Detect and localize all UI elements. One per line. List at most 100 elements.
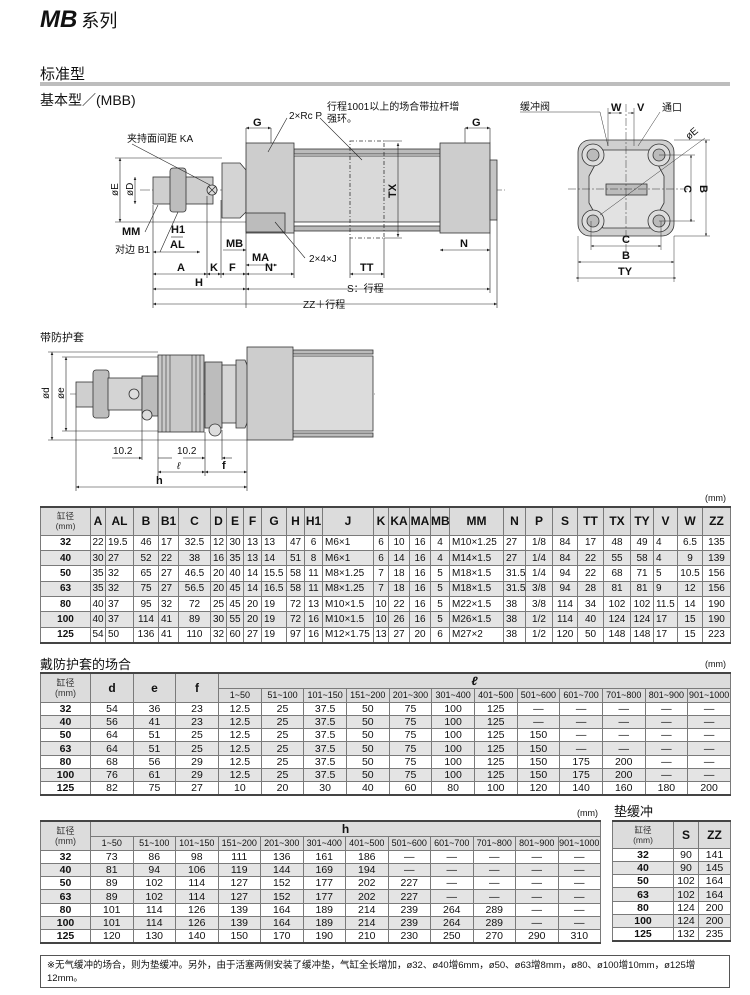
bore-cell: 50 [40, 876, 91, 891]
bore-cell: 100 [40, 611, 91, 628]
value-cell: 9 [653, 580, 678, 598]
end-view [520, 104, 710, 282]
value-cell: 37 [105, 611, 134, 628]
value-cell: 10 [388, 534, 410, 551]
value-cell: 37 [105, 596, 134, 613]
value-cell: 58 [630, 549, 654, 567]
column-header-g: G [261, 506, 287, 536]
clamp-screw [141, 409, 153, 421]
column-header-d: D [210, 506, 227, 536]
value-cell: 100 [431, 754, 475, 769]
value-cell: M14×1.5 [449, 549, 504, 567]
tie-rod-ring-outline [349, 140, 385, 239]
value-cell: 130 [132, 929, 176, 945]
value-cell: 200 [698, 900, 731, 915]
value-cell: 40 [90, 596, 106, 613]
value-cell: — [472, 862, 516, 878]
value-cell: 30 [226, 534, 244, 551]
value-cell: 55 [226, 611, 244, 628]
table-main-unit: (mm) [705, 493, 726, 503]
value-cell: 6 [304, 534, 323, 551]
value-cell: — [557, 889, 602, 904]
value-cell: — [515, 915, 559, 931]
label-k: K [210, 262, 218, 274]
basic-labels: G 2×Rc P 行程1001以上的场合带拉杆增 强环。 G 夹持面间距 KA … [110, 100, 481, 311]
stroke-range-header: 401~500 [345, 836, 389, 851]
value-cell: 84 [552, 534, 578, 551]
stroke-range-header: 501~600 [516, 688, 561, 703]
value-cell: — [559, 701, 603, 716]
value-cell: 156 [702, 565, 731, 582]
label-w: W [611, 102, 622, 114]
table-h-unit: (mm) [577, 808, 598, 818]
value-cell: 100 [431, 767, 475, 783]
value-cell: 189 [302, 902, 346, 917]
value-cell: 72 [178, 596, 211, 613]
column-header-s: S [552, 506, 578, 536]
value-cell: 50 [345, 714, 390, 730]
value-cell: 13 [373, 626, 389, 644]
value-cell: 90 [673, 860, 699, 876]
value-cell: 310 [557, 929, 602, 945]
value-cell: 95 [133, 596, 159, 613]
value-cell: 13 [243, 534, 262, 551]
column-header-j: J [322, 506, 374, 536]
value-cell: 16 [409, 549, 431, 567]
value-cell: 4 [430, 549, 450, 567]
value-cell: 56 [133, 754, 176, 769]
value-cell: 101 [90, 902, 134, 917]
label-ma: MA [252, 252, 269, 264]
value-cell: M10×1.25 [449, 534, 504, 551]
value-cell: 152 [260, 876, 304, 891]
label-b1: 对边 B1 [115, 243, 150, 256]
value-cell: — [644, 701, 689, 716]
bore-cell: 50 [612, 874, 674, 889]
value-cell: 12.5 [218, 701, 262, 716]
value-cell: 25 [260, 741, 305, 756]
value-cell: 49 [630, 534, 654, 551]
value-cell: 164 [260, 915, 304, 931]
boot-table-title: 戴防护套的场合 [40, 657, 132, 672]
label-al: AL [170, 239, 185, 251]
column-header-v: V [653, 506, 678, 536]
label-tt: TT [360, 262, 374, 274]
label-mb: MB [226, 238, 243, 250]
cylinder-tube [293, 155, 441, 223]
value-cell: 16 [304, 626, 323, 644]
value-cell: 16 [409, 534, 431, 551]
cushion-table-title: 垫缓冲 [614, 804, 654, 819]
bore-header: 缸径(mm) [612, 820, 674, 849]
value-cell: M12×1.75 [322, 626, 374, 644]
value-cell: 31.5 [503, 565, 526, 582]
bore-cell: 80 [40, 754, 91, 769]
value-cell: M10×1.5 [322, 596, 374, 613]
value-cell: 4 [430, 534, 450, 551]
value-cell: 28 [577, 580, 604, 598]
value-cell: 120 [516, 781, 561, 797]
stroke-range-header: 601~700 [430, 836, 474, 851]
column-header-f: f [175, 672, 219, 703]
label-n-right: N [460, 238, 468, 250]
value-cell: 40 [345, 781, 390, 797]
value-cell: 125 [473, 767, 518, 783]
column-header-zz: ZZ [702, 506, 731, 536]
value-cell: 190 [302, 929, 346, 945]
stroke-range-header: 301~400 [431, 688, 475, 703]
bore-unit: (mm) [55, 835, 76, 846]
value-cell: — [472, 889, 516, 904]
value-cell: — [515, 862, 559, 878]
value-cell: — [601, 741, 646, 756]
bore-label: 缸径 [634, 824, 652, 835]
section-title: 标准型 [40, 66, 86, 83]
value-cell: — [472, 876, 516, 891]
column-header-h: H [286, 506, 305, 536]
label-n-left: N [265, 262, 273, 274]
value-cell: 75 [388, 741, 433, 756]
value-cell: 239 [387, 902, 431, 917]
value-cell: — [644, 728, 689, 743]
bore-cell: 32 [40, 534, 91, 551]
